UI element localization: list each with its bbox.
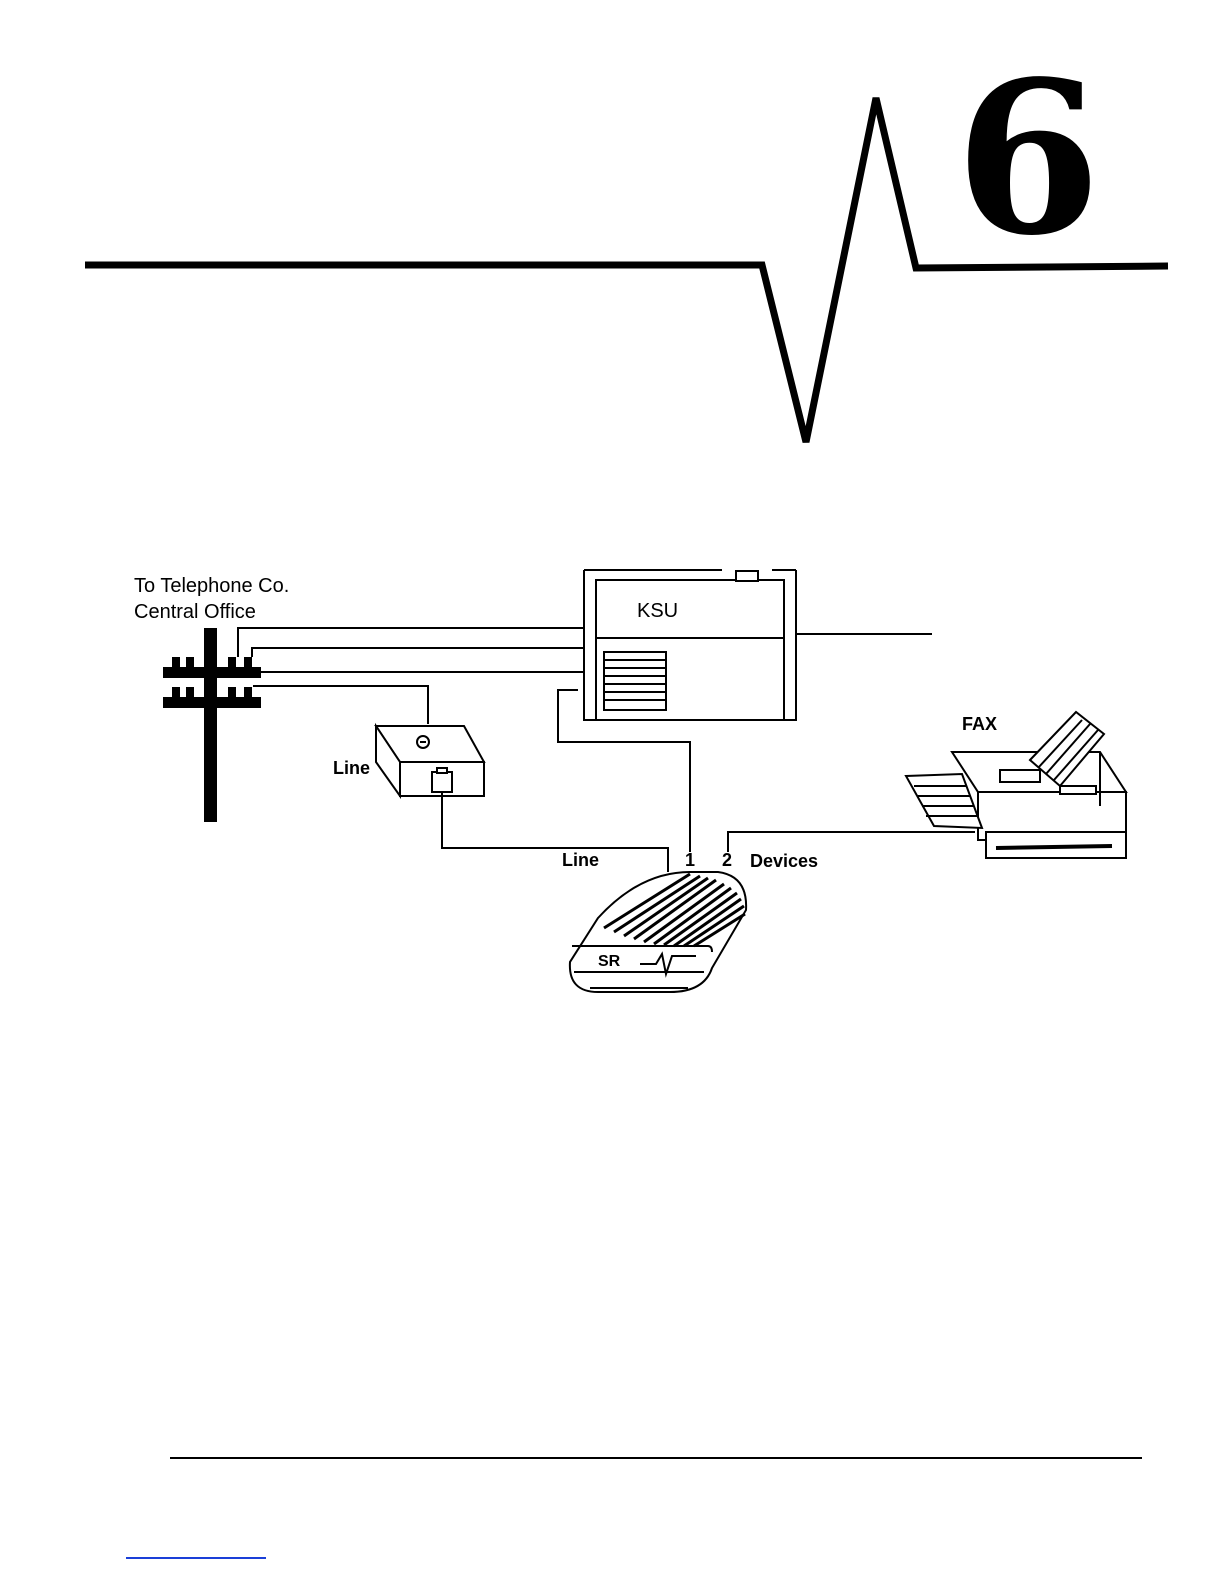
sr-device-logo: SR	[598, 953, 621, 970]
line-bottom-label: Line	[562, 850, 599, 870]
line-box-label: Line	[333, 758, 370, 778]
installation-diagram: To Telephone Co. Central Office	[134, 570, 1126, 992]
ksu-label: KSU	[637, 600, 678, 622]
line-jack-box-icon	[376, 726, 484, 796]
line-to-device-wire	[442, 792, 668, 872]
port-2-label: 2	[722, 850, 732, 870]
pole-to-ksu-wires	[236, 628, 584, 724]
fax-machine-icon	[906, 712, 1126, 858]
telephone-pole-icon	[163, 628, 261, 822]
devices-label: Devices	[750, 851, 818, 871]
chapter-number: 6	[955, 35, 1101, 282]
central-office-label: Central Office	[134, 601, 256, 623]
telephone-co-label: To Telephone Co.	[134, 575, 289, 597]
sr-device-icon	[570, 872, 746, 992]
port2-to-fax-wire	[728, 832, 975, 852]
ksu-unit-icon	[584, 570, 796, 720]
fax-label: FAX	[962, 714, 997, 734]
port-1-label: 1	[685, 850, 695, 870]
chapter-header: 6	[85, 35, 1168, 442]
